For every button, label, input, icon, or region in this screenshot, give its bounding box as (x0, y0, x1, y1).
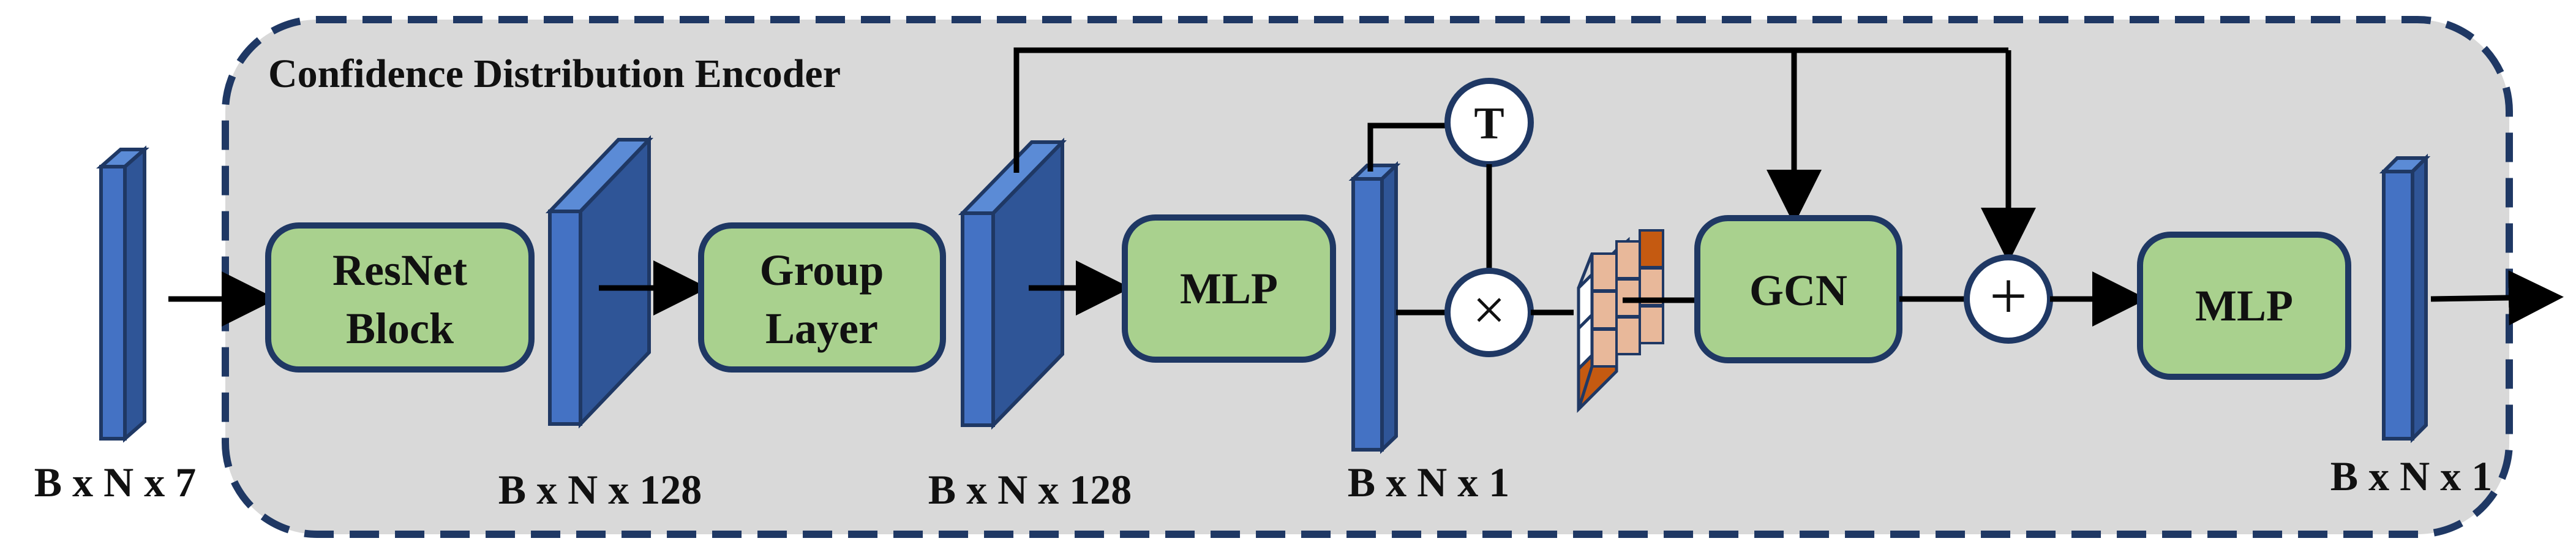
multiply-symbol: × (1473, 277, 1506, 342)
mlp-block-2 (2137, 232, 2351, 380)
mlp-output-dim-label: B x N x 1 (1348, 459, 1509, 505)
skip-connection-line (1013, 47, 2008, 173)
input-dim-label: B x N x 7 (34, 459, 196, 505)
add-symbol: + (1989, 259, 2027, 333)
resnet-label-line2: Block (346, 304, 454, 353)
output-tensor (2379, 153, 2431, 444)
output-dim-label: B x N x 1 (2330, 453, 2492, 499)
transpose-branch-line (1367, 123, 1450, 172)
gcn-block (1694, 215, 1902, 363)
transpose-symbol: T (1474, 99, 1504, 149)
encoder-title: Confidence Distribution Encoder (268, 51, 841, 96)
mlp-block-1 (1122, 214, 1336, 363)
mlp-2-label: MLP (2195, 281, 2293, 330)
arrow-output (2430, 270, 2564, 325)
group-label-line2: Layer (765, 304, 878, 353)
resnet-output-tensor (545, 135, 654, 429)
gcn-label: GCN (1749, 266, 1847, 315)
group-label-line1: Group (760, 246, 884, 295)
input-tensor (96, 145, 149, 443)
resnet-label-line1: ResNet (332, 246, 467, 295)
resnet-output-dim-label: B x N x 128 (498, 466, 702, 513)
group-layer-block (698, 222, 946, 373)
resnet-block (265, 222, 535, 373)
mlp-1-label: MLP (1180, 264, 1278, 313)
group-output-tensor (958, 137, 1067, 430)
affinity-matrix (1577, 229, 1664, 414)
mlp-output-tensor (1348, 161, 1401, 455)
group-output-dim-label: B x N x 128 (928, 466, 1132, 513)
